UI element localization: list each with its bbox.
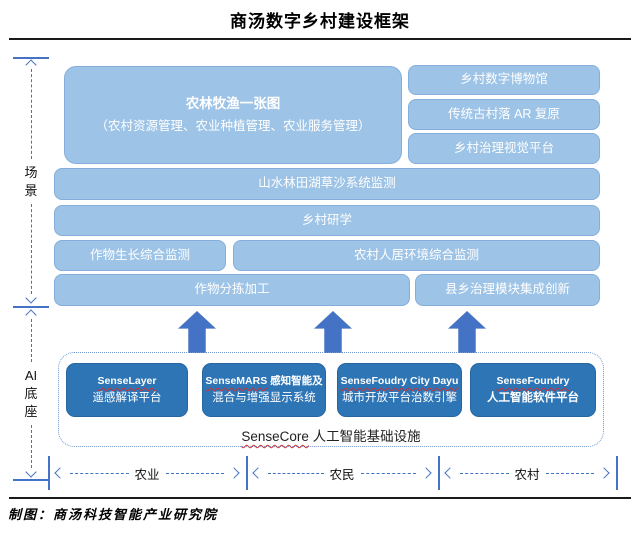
footer-divider — [9, 497, 631, 499]
axis-segment-label: 农业 — [134, 467, 160, 482]
block-arrow-up-icon — [178, 311, 216, 353]
axis-divider-bar — [48, 456, 50, 490]
chevron-down-icon — [25, 292, 37, 304]
box-label: 作物分拣加工 — [194, 282, 270, 297]
product-desc: 遥感解译平台 — [92, 391, 162, 404]
box-agri-one-map-title: 农林牧渔一张图 — [185, 95, 281, 111]
box-label: 乡村数字博物馆 — [460, 72, 548, 87]
scene-axis-label: 场 景 — [24, 159, 37, 204]
product-name-en: SenseFoundry — [496, 375, 570, 387]
box-village-study-tour: 乡村研学 — [54, 205, 600, 236]
ai-label-char: 底 — [24, 386, 38, 401]
chevron-left-icon — [252, 467, 264, 479]
scene-axis: 场 景 — [12, 59, 50, 304]
box-label: 作物生长综合监测 — [89, 247, 190, 262]
axis-segment-village: 农村 — [440, 456, 614, 490]
scene-axis-bottom-cap — [13, 306, 49, 308]
product-name: SenseMARS 感知智能及 — [205, 376, 322, 387]
chevron-right-icon — [420, 467, 432, 479]
page-title: 商汤数字乡村建设框架 — [230, 12, 410, 31]
product-name-en: SenseFoudry City Dayu — [340, 375, 459, 387]
scene-label-char: 场 — [24, 165, 38, 180]
product-name: SenseFoudry City Dayu — [341, 376, 459, 387]
scene-label-char: 景 — [24, 183, 38, 198]
block-arrow-up-icon — [448, 311, 486, 353]
dashed-line — [30, 69, 32, 159]
axis-segment-label: 农民 — [329, 467, 355, 482]
dashed-line — [360, 472, 417, 474]
chevron-left-icon — [444, 467, 456, 479]
box-label: 农村人居环境综合监测 — [353, 247, 479, 262]
dashed-line — [30, 319, 32, 362]
scene-axis-top-cap — [13, 57, 49, 59]
box-label: 山水林田湖草沙系统监测 — [258, 176, 396, 191]
dashed-line — [70, 472, 129, 474]
box-village-governance-vision: 乡村治理视觉平台 — [408, 133, 600, 164]
box-label: 乡村研学 — [301, 212, 352, 227]
box-sensefoundry: SenseFoundry 人工智能软件平台 — [470, 363, 596, 417]
axis-divider-bar — [246, 456, 248, 490]
dashed-line — [30, 204, 32, 294]
box-agri-one-map: 农林牧渔一张图 （农村资源管理、农业种植管理、农业服务管理） — [64, 66, 402, 164]
box-county-governance-module: 县乡治理模块集成创新 — [415, 274, 600, 306]
box-agri-one-map-subtitle: （农村资源管理、农业种植管理、农业服务管理） — [95, 118, 371, 133]
product-desc: 人工智能软件平台 — [487, 391, 579, 404]
box-rural-living-env-monitoring: 农村人居环境综合监测 — [233, 240, 600, 271]
ai-base-container — [58, 352, 604, 447]
dashed-line — [545, 472, 595, 474]
dashed-line — [165, 472, 225, 474]
block-arrow-up-icon — [314, 311, 352, 353]
chevron-up-icon — [25, 309, 37, 321]
axis-segment-farmers: 农民 — [248, 456, 436, 490]
product-name: SenseLayer — [98, 376, 157, 387]
axis-segment-agriculture: 农业 — [50, 456, 244, 490]
chevron-right-icon — [598, 467, 610, 479]
chevron-up-icon — [25, 59, 37, 71]
product-name: SenseFoundry — [497, 376, 570, 387]
sensecore-name: SenseCore — [241, 429, 309, 444]
box-senselayer: SenseLayer 遥感解译平台 — [66, 363, 188, 417]
axis-divider-bar — [438, 456, 440, 490]
box-label: 乡村治理视觉平台 — [453, 140, 554, 155]
ai-label-char: AI — [24, 368, 38, 383]
sensecore-caption: SenseCore 人工智能基础设施 — [58, 425, 604, 445]
product-desc: 混合与增强显示系统 — [212, 391, 316, 404]
box-village-digital-museum: 乡村数字博物馆 — [408, 65, 600, 95]
product-name-rest: 感知智能及 — [267, 375, 323, 387]
axis-segment-label: 农村 — [514, 467, 540, 482]
product-desc: 城市开放平台治数引擎 — [342, 391, 457, 404]
ai-axis-label: AI 底 座 — [24, 362, 37, 425]
dashed-line — [460, 472, 509, 474]
dashed-line — [268, 472, 324, 474]
title-divider — [9, 38, 631, 40]
source-caption: 制图：商汤科技智能产业研究院 — [8, 508, 219, 523]
chevron-left-icon — [54, 467, 66, 479]
box-crop-growth-monitoring: 作物生长综合监测 — [54, 240, 226, 271]
box-sensemars: SenseMARS 感知智能及 混合与增强显示系统 — [202, 363, 326, 417]
axis-divider-bar — [616, 456, 618, 490]
box-ecosystem-monitoring: 山水林田湖草沙系统监测 — [54, 168, 600, 200]
dashed-line — [30, 425, 32, 468]
ai-axis: AI 底 座 — [12, 309, 50, 478]
box-label: 县乡治理模块集成创新 — [444, 282, 570, 297]
box-sensefoundry-city-dayu: SenseFoudry City Dayu 城市开放平台治数引擎 — [337, 363, 462, 417]
product-name-en: SenseMARS — [205, 375, 268, 387]
sensecore-desc: 人工智能基础设施 — [308, 429, 421, 444]
ai-label-char: 座 — [24, 404, 38, 419]
box-crop-sorting-processing: 作物分拣加工 — [54, 274, 410, 306]
product-name-en: SenseLayer — [97, 375, 157, 387]
box-label: 传统古村落 AR 复原 — [448, 106, 560, 121]
chevron-down-icon — [25, 466, 37, 478]
ai-axis-bottom-cap — [13, 479, 49, 481]
box-ancient-village-ar: 传统古村落 AR 复原 — [408, 99, 600, 130]
chevron-right-icon — [228, 467, 240, 479]
